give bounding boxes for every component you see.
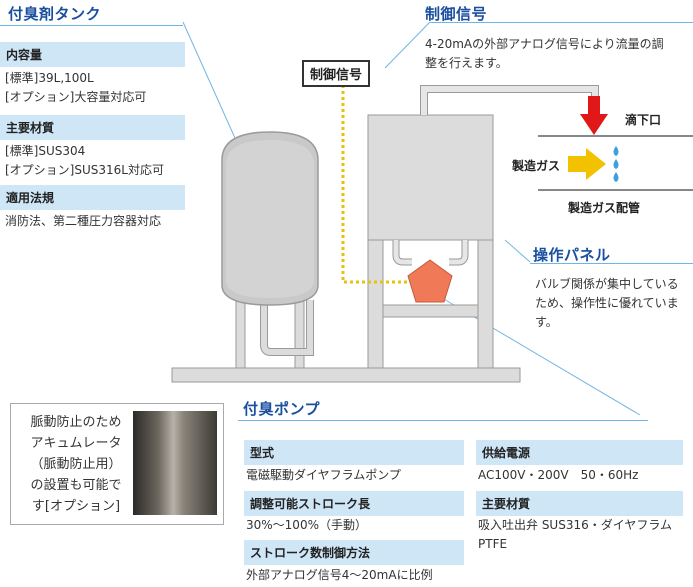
gas-arrow-head bbox=[586, 148, 606, 180]
pump-spec-label: 型式 bbox=[244, 440, 464, 465]
signal-title-rule bbox=[430, 22, 693, 23]
tank-spec-label: 主要材質 bbox=[0, 115, 185, 140]
signal-wire bbox=[341, 85, 408, 284]
panel-description: バルブ関係が集中している ため、操作性に優れていま す。 bbox=[535, 277, 679, 329]
pump-spec-label: 調整可能ストローク長 bbox=[244, 491, 464, 516]
tank-spec-label: 適用法規 bbox=[0, 185, 185, 210]
accumulator-photo bbox=[133, 411, 217, 515]
signal-title: 制御信号 bbox=[425, 5, 488, 23]
pump-spec-value: 30%〜100%（手動） bbox=[246, 518, 367, 532]
pump-pentagon bbox=[407, 259, 453, 303]
pump-spec-label: 主要材質 bbox=[476, 491, 683, 516]
droplet-icon bbox=[613, 172, 619, 182]
tank-title: 付臭剤タンク bbox=[8, 5, 102, 23]
gas-pipe-label: 製造ガス配管 bbox=[568, 201, 641, 215]
droplet-icon bbox=[613, 146, 619, 156]
tank-body-inner bbox=[226, 140, 314, 298]
gas-arrow-shaft bbox=[568, 156, 586, 172]
pump-spec-value: AC100V・200V 50・60Hz bbox=[478, 468, 639, 482]
control-box bbox=[367, 114, 494, 241]
pump-title: 付臭ポンプ bbox=[243, 400, 321, 418]
accumulator-box: 脈動防止のため アキュムレータ （脈動防止用） の設置も可能で す[オプション] bbox=[10, 403, 224, 525]
signal-leader-line bbox=[384, 21, 431, 69]
frame-leg bbox=[367, 239, 384, 369]
pump-spec-value: 外部アナログ信号4〜20mAに比例 bbox=[246, 568, 433, 582]
base-platform bbox=[171, 367, 521, 383]
pump-title-rule bbox=[238, 420, 648, 421]
box-pipe-inner bbox=[393, 240, 412, 265]
drip-port-label: 滴下口 bbox=[625, 113, 662, 127]
signal-description: 4-20mAの外部アナログ信号により流量の調 整を行えます。 bbox=[425, 37, 664, 70]
droplet-icon bbox=[613, 159, 619, 169]
drip-arrow-shaft bbox=[588, 96, 600, 114]
box-pipe-inner bbox=[449, 240, 468, 265]
panel-title: 操作パネル bbox=[533, 246, 611, 264]
pump-spec-value: 吸入吐出弁 SUS316・ダイヤフラム PTFE bbox=[478, 518, 673, 551]
tank-spec-value: [標準]SUS304 [オプション]SUS316L対応可 bbox=[5, 144, 164, 177]
tank-outlet-pipe-inner bbox=[261, 300, 313, 355]
pump-spec-label: 供給電源 bbox=[476, 440, 683, 465]
tank-title-rule bbox=[0, 25, 183, 26]
panel-leader-line bbox=[504, 239, 531, 263]
frame-leg bbox=[477, 239, 494, 369]
pump-spec-value: 電磁駆動ダイヤフラムポンプ bbox=[246, 468, 401, 482]
tank-spec-label: 内容量 bbox=[0, 42, 185, 67]
tank-spec-value: [標準]39L,100L [オプション]大容量対応可 bbox=[5, 71, 147, 104]
tank-spec-value: 消防法、第二種圧力容器対応 bbox=[5, 214, 162, 228]
frame-shelf bbox=[382, 304, 479, 318]
pump-spec-label: ストローク数制御方法 bbox=[244, 540, 464, 565]
panel-title-rule bbox=[530, 263, 693, 264]
signal-box-label: 制御信号 bbox=[302, 60, 371, 87]
gas-label: 製造ガス bbox=[512, 159, 561, 173]
drip-arrow-head bbox=[580, 114, 608, 135]
accumulator-text: 脈動防止のため アキュムレータ （脈動防止用） の設置も可能で す[オプション] bbox=[30, 415, 122, 514]
